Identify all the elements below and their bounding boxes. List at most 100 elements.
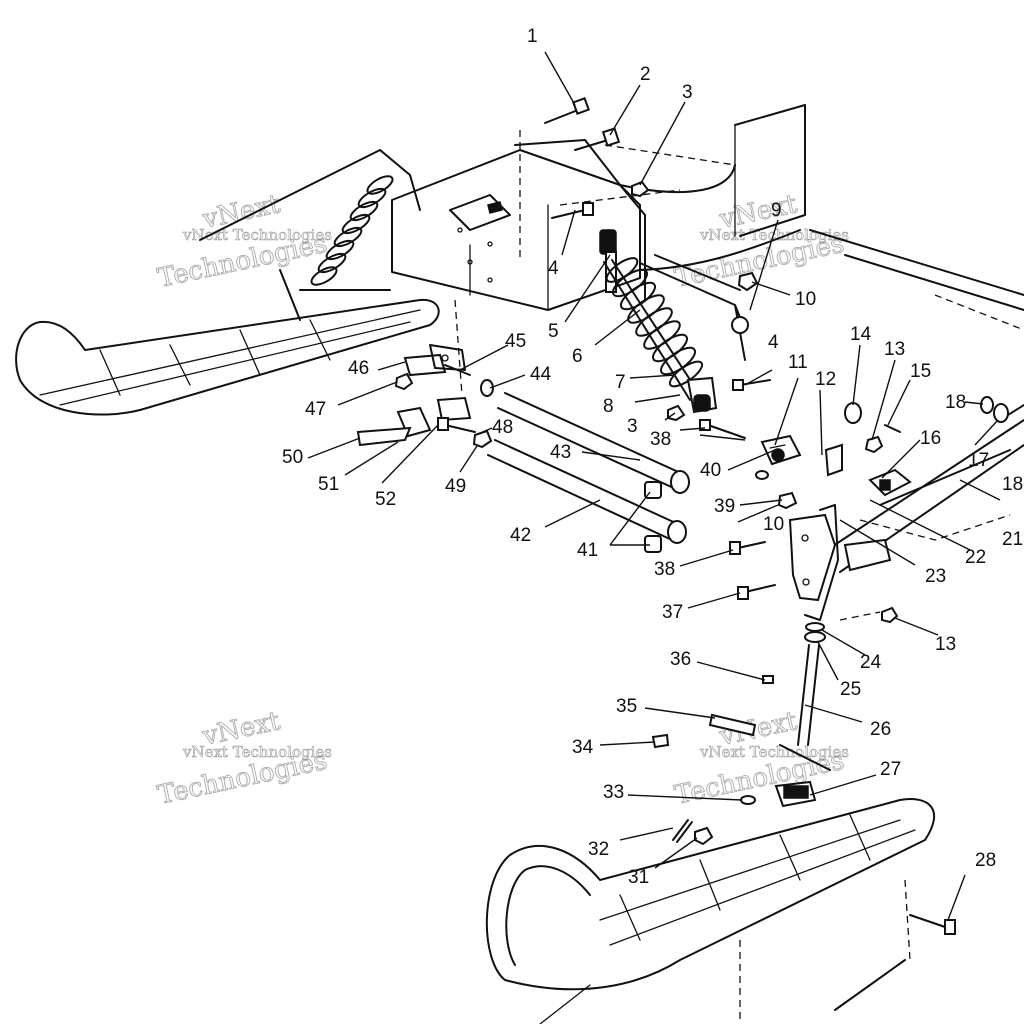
nut xyxy=(737,271,759,292)
callout-label: 34 xyxy=(572,737,594,758)
ski-bolt xyxy=(909,914,956,935)
leader-lines xyxy=(307,51,1001,921)
ski-saddle xyxy=(774,780,817,808)
callout-label: 49 xyxy=(445,476,466,497)
nut xyxy=(881,606,899,624)
pin xyxy=(708,713,757,737)
bolt xyxy=(544,97,590,124)
bolt xyxy=(732,379,771,391)
upper-arm xyxy=(639,254,749,361)
nut xyxy=(472,429,493,449)
bracket xyxy=(356,406,432,447)
callout-label: 1 xyxy=(527,26,538,47)
washer xyxy=(480,379,494,397)
callout-label: 10 xyxy=(795,289,816,310)
callout-label: 43 xyxy=(550,442,571,463)
callout-label: 3 xyxy=(682,82,693,103)
callout-label: 23 xyxy=(925,566,946,587)
callout-label: 11 xyxy=(788,352,808,373)
callout-label: 41 xyxy=(577,540,598,561)
callout-label: 45 xyxy=(505,331,526,352)
shock-absorber xyxy=(599,229,718,414)
callout-label: 6 xyxy=(572,346,583,367)
fitting xyxy=(651,733,670,749)
callout-label: 16 xyxy=(920,428,941,449)
cotter-pin xyxy=(672,819,693,843)
callout-label: 38 xyxy=(650,429,671,450)
callout-label: 4 xyxy=(768,332,779,353)
watermark: vNext vNext Technologies Technologies xyxy=(672,706,850,812)
bolt xyxy=(551,202,594,219)
bolt xyxy=(729,541,766,555)
callout-label: 36 xyxy=(670,649,691,670)
washer xyxy=(740,795,756,805)
washer xyxy=(980,396,994,414)
spindle xyxy=(779,622,831,771)
callout-label: 4 xyxy=(548,258,559,279)
callout-label: 44 xyxy=(530,364,552,385)
callout-label: 37 xyxy=(662,602,683,623)
callout-label: 46 xyxy=(348,358,369,379)
nut xyxy=(777,491,798,510)
bolt xyxy=(574,127,621,151)
bracket xyxy=(436,396,472,422)
nut xyxy=(864,435,884,454)
callout-label: 13 xyxy=(884,339,905,360)
callout-label: 2 xyxy=(640,64,651,85)
callout-label: 50 xyxy=(282,447,303,468)
tab-bracket xyxy=(824,443,843,477)
callout-label: 3 xyxy=(627,416,638,437)
washer xyxy=(755,470,769,480)
callout-label: 35 xyxy=(616,696,637,717)
callout-label: 8 xyxy=(603,396,614,417)
nut xyxy=(667,404,686,422)
callout-label: 14 xyxy=(850,324,872,345)
bushing xyxy=(993,403,1009,423)
callout-label: 27 xyxy=(880,759,901,780)
bushing xyxy=(644,535,662,553)
callout-label: 33 xyxy=(603,782,624,803)
callout-label: 48 xyxy=(492,417,513,438)
callout-label: 47 xyxy=(305,399,326,420)
spindle-housing xyxy=(788,504,839,621)
nut xyxy=(631,180,650,198)
callout-label: 39 xyxy=(714,496,735,517)
callout-label: 32 xyxy=(588,839,609,860)
callout-label: 12 xyxy=(815,369,836,390)
frame-rail xyxy=(809,229,1024,621)
callout-label: 24 xyxy=(860,652,882,673)
callout-label: 52 xyxy=(375,489,396,510)
ski-rear xyxy=(15,149,440,416)
nut xyxy=(694,826,714,846)
upper-mount xyxy=(449,194,511,231)
bolt xyxy=(737,584,776,600)
callout-labels: 1 2 3 4 4 3 5 6 7 8 9 10 10 11 12 13 13 … xyxy=(282,26,1023,888)
watermark: vNext vNext Technologies Technologies xyxy=(672,189,850,295)
callout-label: 13 xyxy=(935,634,956,655)
rear-shock-spring xyxy=(310,175,394,286)
callout-label: 25 xyxy=(840,679,861,700)
callout-label: 18 xyxy=(1002,474,1023,495)
callout-label: 26 xyxy=(870,719,891,740)
bracket xyxy=(403,344,466,377)
callout-label: 17 xyxy=(968,450,989,471)
block xyxy=(868,468,912,497)
pin xyxy=(884,424,901,433)
callout-label: 10 xyxy=(763,514,784,535)
ski-front xyxy=(485,798,936,1024)
bracket xyxy=(760,434,802,466)
callout-label: 28 xyxy=(975,850,996,871)
watermark: vNext vNext Technologies Technologies xyxy=(155,706,333,812)
radius-rod-upper xyxy=(497,392,690,494)
radius-rod-lower xyxy=(487,439,687,544)
callout-label: 31 xyxy=(628,867,649,888)
bolt xyxy=(437,417,476,433)
callout-label: 38 xyxy=(654,559,675,580)
callout-label: 9 xyxy=(771,200,782,221)
callout-label: 21 xyxy=(1002,529,1023,550)
callout-label: 15 xyxy=(910,361,931,382)
callout-label: 40 xyxy=(700,460,721,481)
callout-label: 42 xyxy=(510,525,531,546)
callout-label: 51 xyxy=(318,474,339,495)
